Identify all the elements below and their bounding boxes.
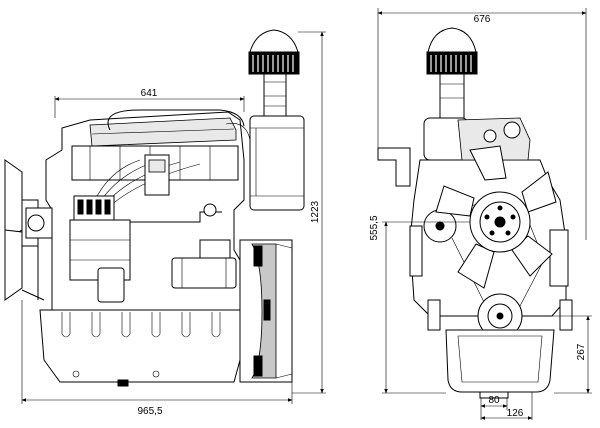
dim-676-label: 676 <box>474 14 491 25</box>
front-dim-bottom: 80 126 <box>480 392 533 420</box>
dim-641-label: 641 <box>141 88 158 99</box>
side-air-filter <box>248 29 305 211</box>
front-air-filter <box>377 27 478 187</box>
front-dim-center-height: 555,5 <box>369 215 470 394</box>
side-fan <box>4 159 53 301</box>
dim-80-label: 80 <box>488 395 500 406</box>
side-dim-top: 641 <box>54 88 245 118</box>
side-flywheel-housing <box>239 239 293 383</box>
dim-965-label: 965,5 <box>137 406 162 417</box>
side-engine-block <box>45 109 251 311</box>
front-oil-pan <box>445 329 555 399</box>
dim-126-label: 126 <box>507 408 524 419</box>
front-dim-top: 676 <box>377 8 587 240</box>
dim-1223-label: 1223 <box>310 200 321 223</box>
front-crank-pulley <box>427 293 573 339</box>
front-dim-right-height: 267 <box>522 315 592 394</box>
front-view: 676 555,5 267 80 126 <box>369 8 592 420</box>
dim-555-label: 555,5 <box>369 215 380 240</box>
front-fan <box>435 145 557 289</box>
side-oil-pan <box>39 309 241 387</box>
side-view: 641 965,5 1223 <box>4 29 326 417</box>
side-dim-height: 1223 <box>292 31 326 394</box>
dim-267-label: 267 <box>576 343 587 360</box>
